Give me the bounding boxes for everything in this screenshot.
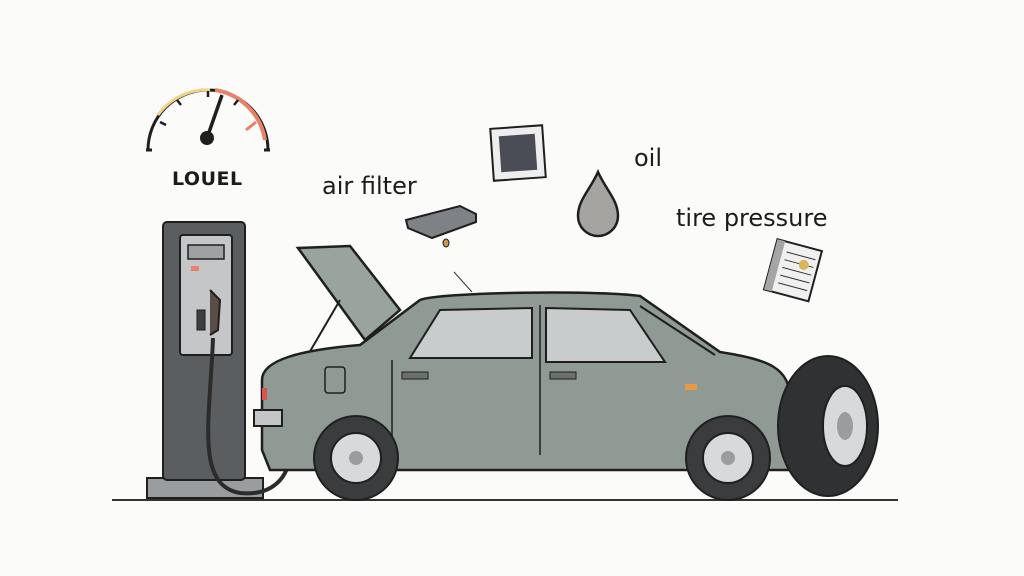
air-filter-part-icon: [404, 204, 477, 248]
fuel-pump: [146, 221, 292, 499]
pointer-line: [453, 271, 473, 293]
air-filter-label: air filter: [322, 172, 417, 200]
gauge-label: LOUEL: [172, 168, 243, 190]
rear-wheel: [313, 415, 399, 501]
spare-tire-icon: [777, 355, 879, 497]
air-filter-box-icon: [489, 124, 547, 182]
oil-drop-icon: [576, 168, 620, 238]
car: [253, 244, 879, 501]
gauge-icon: [146, 88, 270, 152]
oil-label: oil: [634, 144, 663, 172]
front-wheel: [685, 415, 771, 501]
tire-pressure-icon: [762, 237, 824, 303]
open-hood: [295, 244, 402, 342]
tire-pressure-label: tire pressure: [676, 204, 828, 232]
